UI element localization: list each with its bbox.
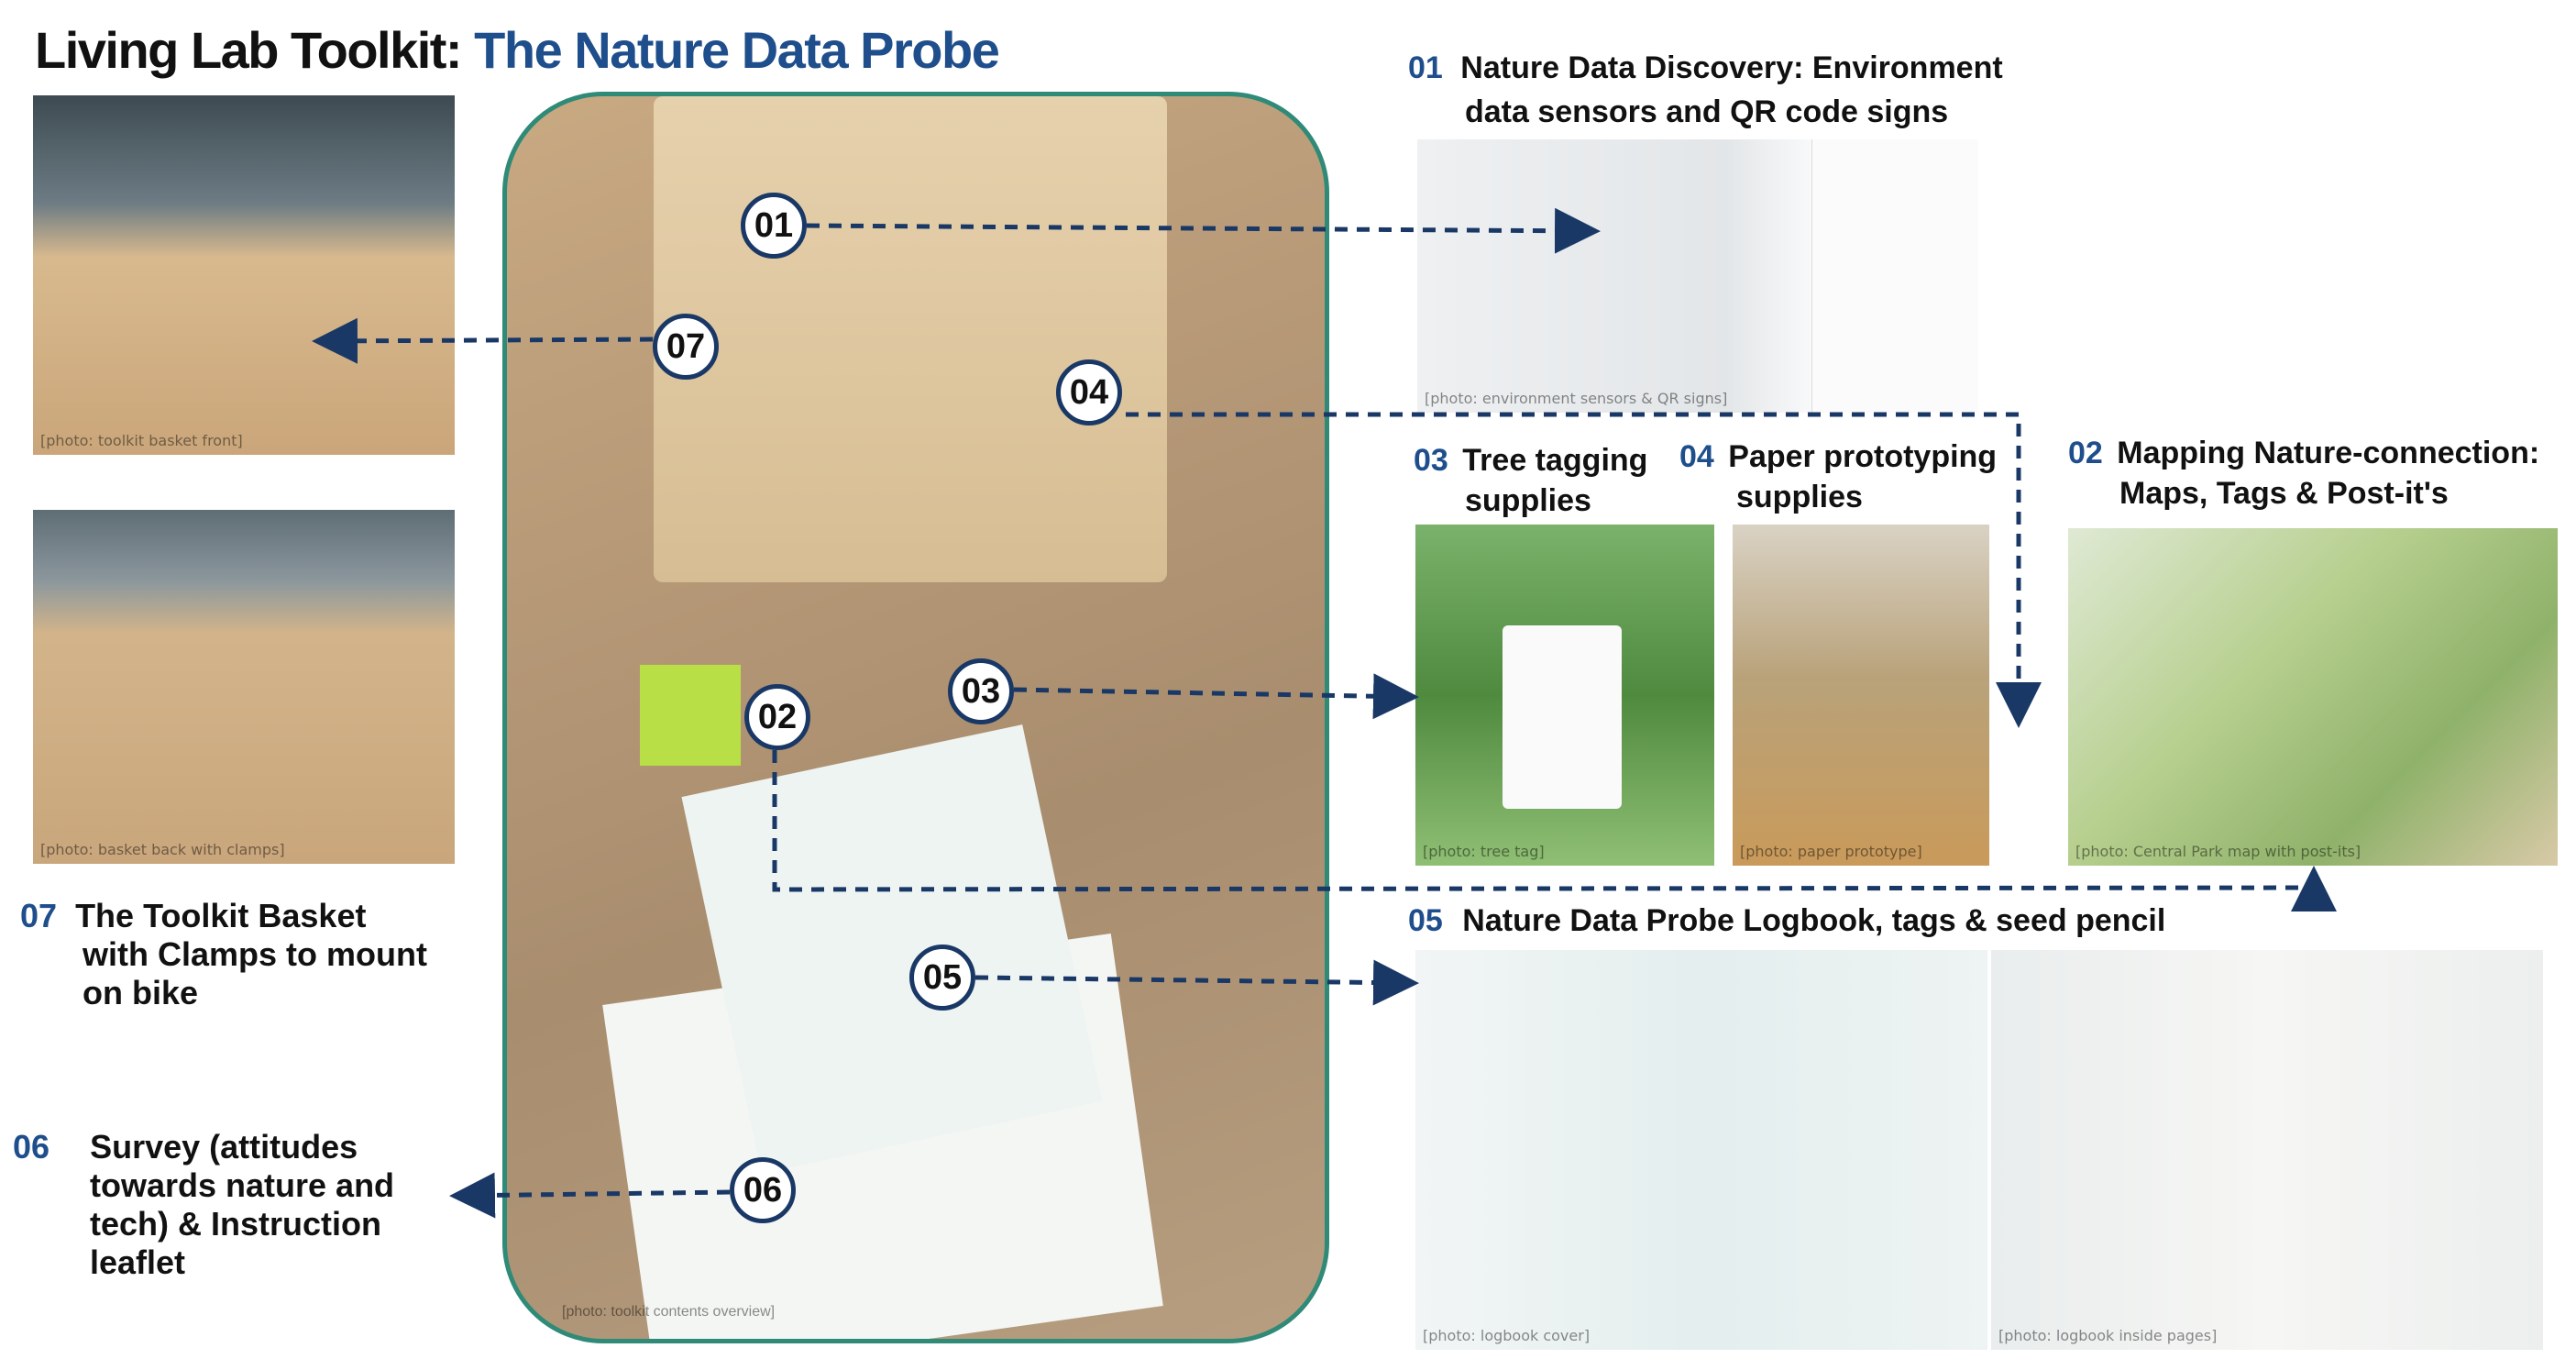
page-title: Living Lab Toolkit: The Nature Data Prob…: [35, 20, 1000, 80]
title-main: Living Lab Toolkit:: [35, 21, 463, 79]
basket-front-photo: [photo: toolkit basket front]: [33, 95, 455, 455]
badge-06: 06: [730, 1157, 796, 1223]
tree-tag-photo: [photo: tree tag]: [1415, 525, 1714, 866]
caption-01: 01 Nature Data Discovery: Environment da…: [1408, 50, 2003, 129]
badge-05: 05: [909, 945, 975, 1011]
badge-03: 03: [948, 658, 1014, 724]
arrow-07: [312, 317, 654, 364]
title-highlight: The Nature Data Probe: [474, 21, 1000, 79]
arrow-06: [449, 1172, 731, 1219]
caption-05: 05 Nature Data Probe Logbook, tags & see…: [1408, 903, 2166, 938]
badge-04: 04: [1056, 359, 1122, 425]
basket-back-photo: [photo: basket back with clamps]: [33, 510, 455, 864]
sensors-photo: [photo: environment sensors & QR signs]: [1417, 139, 1978, 413]
caption-07: 07 The Toolkit Basket with Clamps to mou…: [20, 897, 427, 1011]
caption-03: 03 Tree tagging supplies: [1414, 443, 1648, 518]
badge-02: 02: [744, 684, 810, 750]
logbook-pages-photo: [photo: logbook inside pages]: [1991, 950, 2543, 1350]
logbook-cover-photo: [photo: logbook cover]: [1415, 950, 1987, 1350]
badge-07: 07: [653, 314, 719, 380]
badge-01: 01: [741, 193, 807, 259]
caption-02: 02 Mapping Nature-connection: Maps, Tags…: [2068, 436, 2540, 511]
caption-04: 04 Paper prototyping supplies: [1679, 439, 1998, 514]
arrow-02: [772, 750, 2337, 911]
toolkit-overview-photo: [photo: toolkit contents overview]: [502, 92, 1329, 1343]
arrow-03: [1013, 673, 1419, 720]
map-photo: [photo: Central Park map with post-its]: [2068, 528, 2558, 866]
arrow-01: [806, 207, 1601, 254]
arrow-04: [1126, 412, 2042, 728]
caption-06: 06 Survey (attitudes towards nature and …: [13, 1128, 395, 1281]
paper-prototype-photo: [photo: paper prototype]: [1733, 525, 1989, 866]
arrow-05: [974, 959, 1419, 1006]
